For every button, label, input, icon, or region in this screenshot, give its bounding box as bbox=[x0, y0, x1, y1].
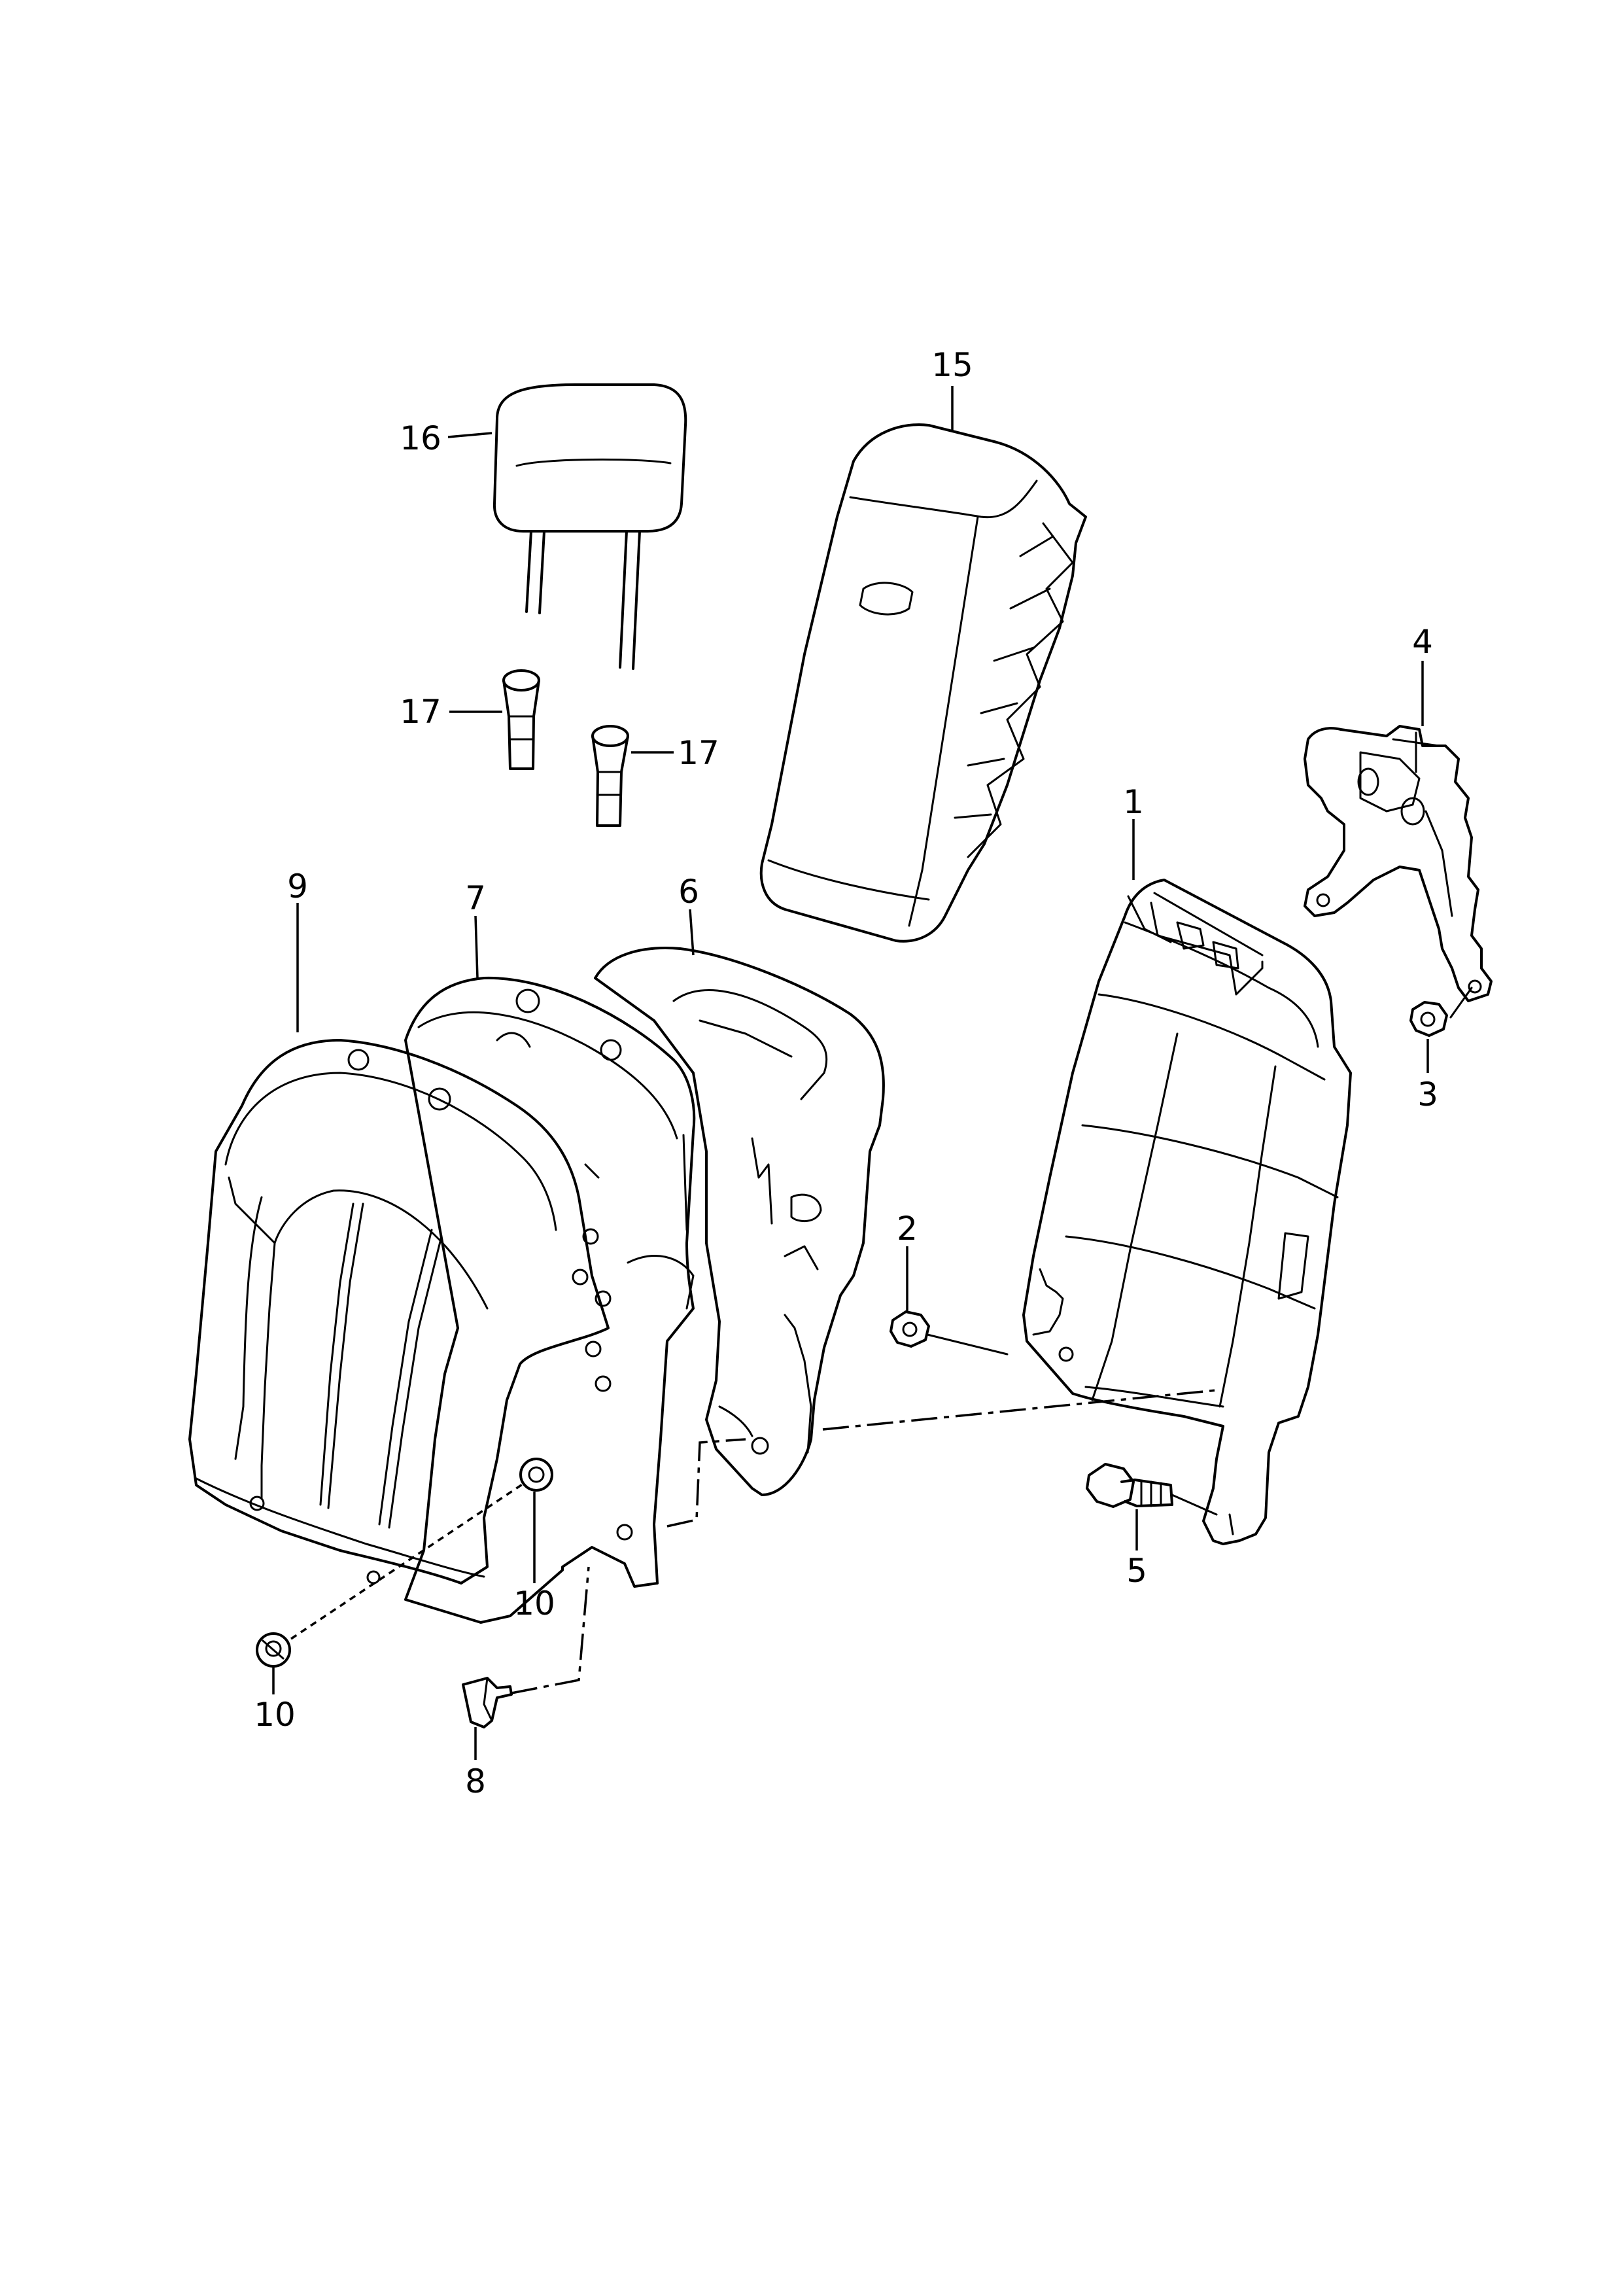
part-17-guide-right[interactable] bbox=[591, 725, 629, 827]
assembly-line-shell bbox=[666, 1438, 746, 1528]
part-6-backrest-frame[interactable] bbox=[594, 947, 885, 1496]
leader-lines bbox=[272, 386, 1429, 1760]
assembly-line-nut-3 bbox=[1449, 987, 1473, 1019]
part-16-headrest[interactable] bbox=[492, 383, 687, 670]
assembly-line-clip-10 bbox=[290, 1482, 524, 1640]
callout-10-upper: 10 bbox=[513, 1585, 555, 1622]
part-2-nut[interactable] bbox=[890, 1310, 930, 1348]
callout-15: 15 bbox=[931, 346, 973, 384]
part-4-bracket[interactable] bbox=[1304, 725, 1493, 1002]
callout-9: 9 bbox=[287, 867, 308, 905]
callout-3: 3 bbox=[1417, 1076, 1438, 1113]
callout-1: 1 bbox=[1123, 783, 1144, 821]
part-9-cover[interactable] bbox=[188, 1039, 610, 1585]
assembly-line-bolt-5 bbox=[1171, 1494, 1218, 1516]
assembly-line-frame bbox=[822, 1389, 1217, 1431]
part-7-padding[interactable] bbox=[404, 976, 696, 1624]
part-10-clip-lower[interactable] bbox=[256, 1632, 291, 1668]
callout-labels: 1 2 3 4 5 6 7 8 9 10 10 15 16 17 17 bbox=[254, 346, 1438, 1800]
callout-6: 6 bbox=[678, 873, 699, 911]
callout-17-right: 17 bbox=[678, 734, 719, 772]
assembly-line-nut-2 bbox=[926, 1333, 1009, 1356]
part-8-clip[interactable] bbox=[462, 1677, 513, 1728]
callout-5: 5 bbox=[1126, 1552, 1147, 1590]
callout-17-left: 17 bbox=[400, 693, 441, 731]
callout-8: 8 bbox=[465, 1762, 486, 1800]
part-3-nut[interactable] bbox=[1409, 1001, 1448, 1037]
part-1-backrest[interactable] bbox=[1022, 879, 1352, 1545]
callout-2: 2 bbox=[897, 1210, 918, 1248]
callout-4: 4 bbox=[1412, 623, 1433, 661]
callout-7: 7 bbox=[465, 879, 486, 917]
callout-16: 16 bbox=[400, 419, 441, 457]
part-17-guide-left[interactable] bbox=[502, 669, 540, 770]
part-15-padding[interactable] bbox=[759, 423, 1087, 943]
assembly-line-clip-8 bbox=[511, 1566, 590, 1694]
part-10-clip-upper[interactable] bbox=[519, 1458, 553, 1492]
part-5-bolt[interactable] bbox=[1086, 1463, 1173, 1508]
callout-10-lower: 10 bbox=[254, 1696, 296, 1734]
